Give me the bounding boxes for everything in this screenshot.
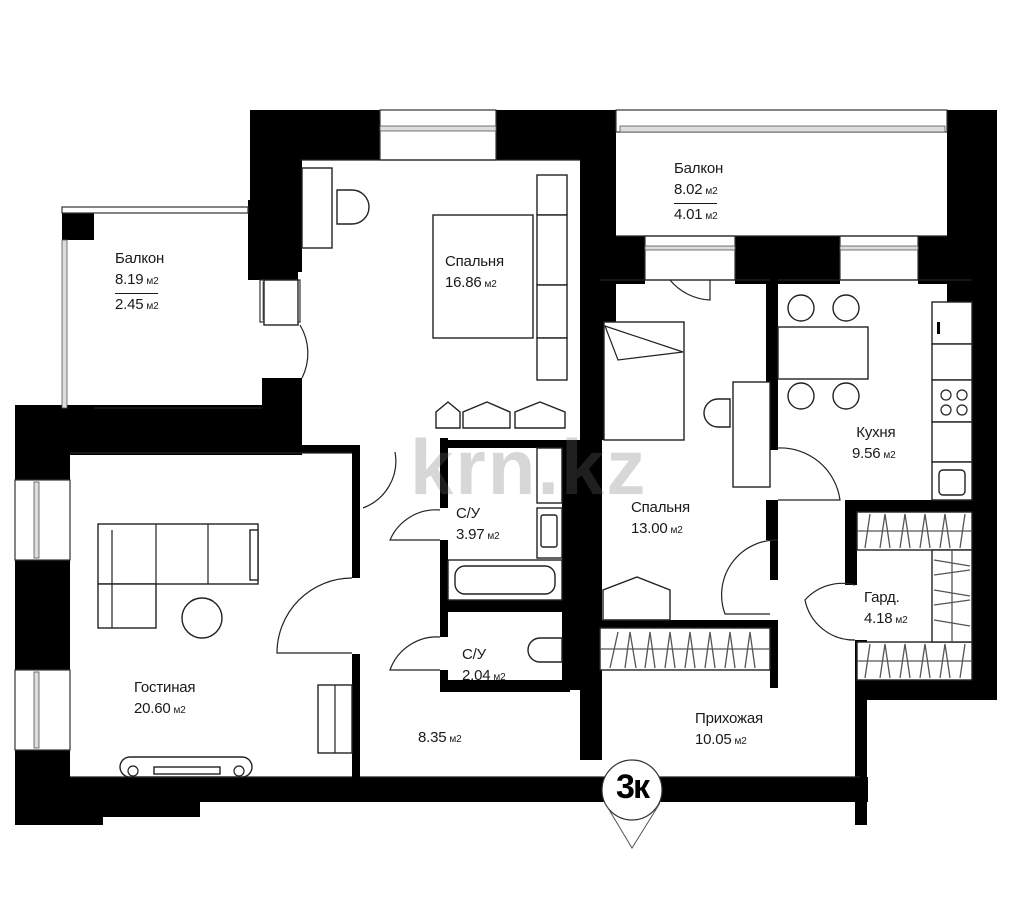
room-name: С/У [462, 646, 486, 663]
room-name: Спальня [631, 499, 690, 516]
apartment-type-badge: 3к [616, 768, 650, 806]
watermark: krn.kz [410, 423, 648, 511]
room-name: Спальня [445, 253, 504, 270]
windows [14, 109, 948, 751]
room-name: Балкон [115, 250, 165, 267]
room-name: Балкон [674, 160, 724, 177]
room-name: Кухня [856, 424, 896, 441]
room-name: Гард. [864, 589, 900, 606]
room-name: С/У [456, 505, 480, 522]
doors [276, 279, 856, 671]
room-name: Прихожая [695, 710, 763, 727]
walls [15, 110, 997, 825]
furniture [97, 167, 973, 778]
room-name: Гостиная [134, 679, 196, 696]
apartment-badge-pin [601, 759, 663, 849]
